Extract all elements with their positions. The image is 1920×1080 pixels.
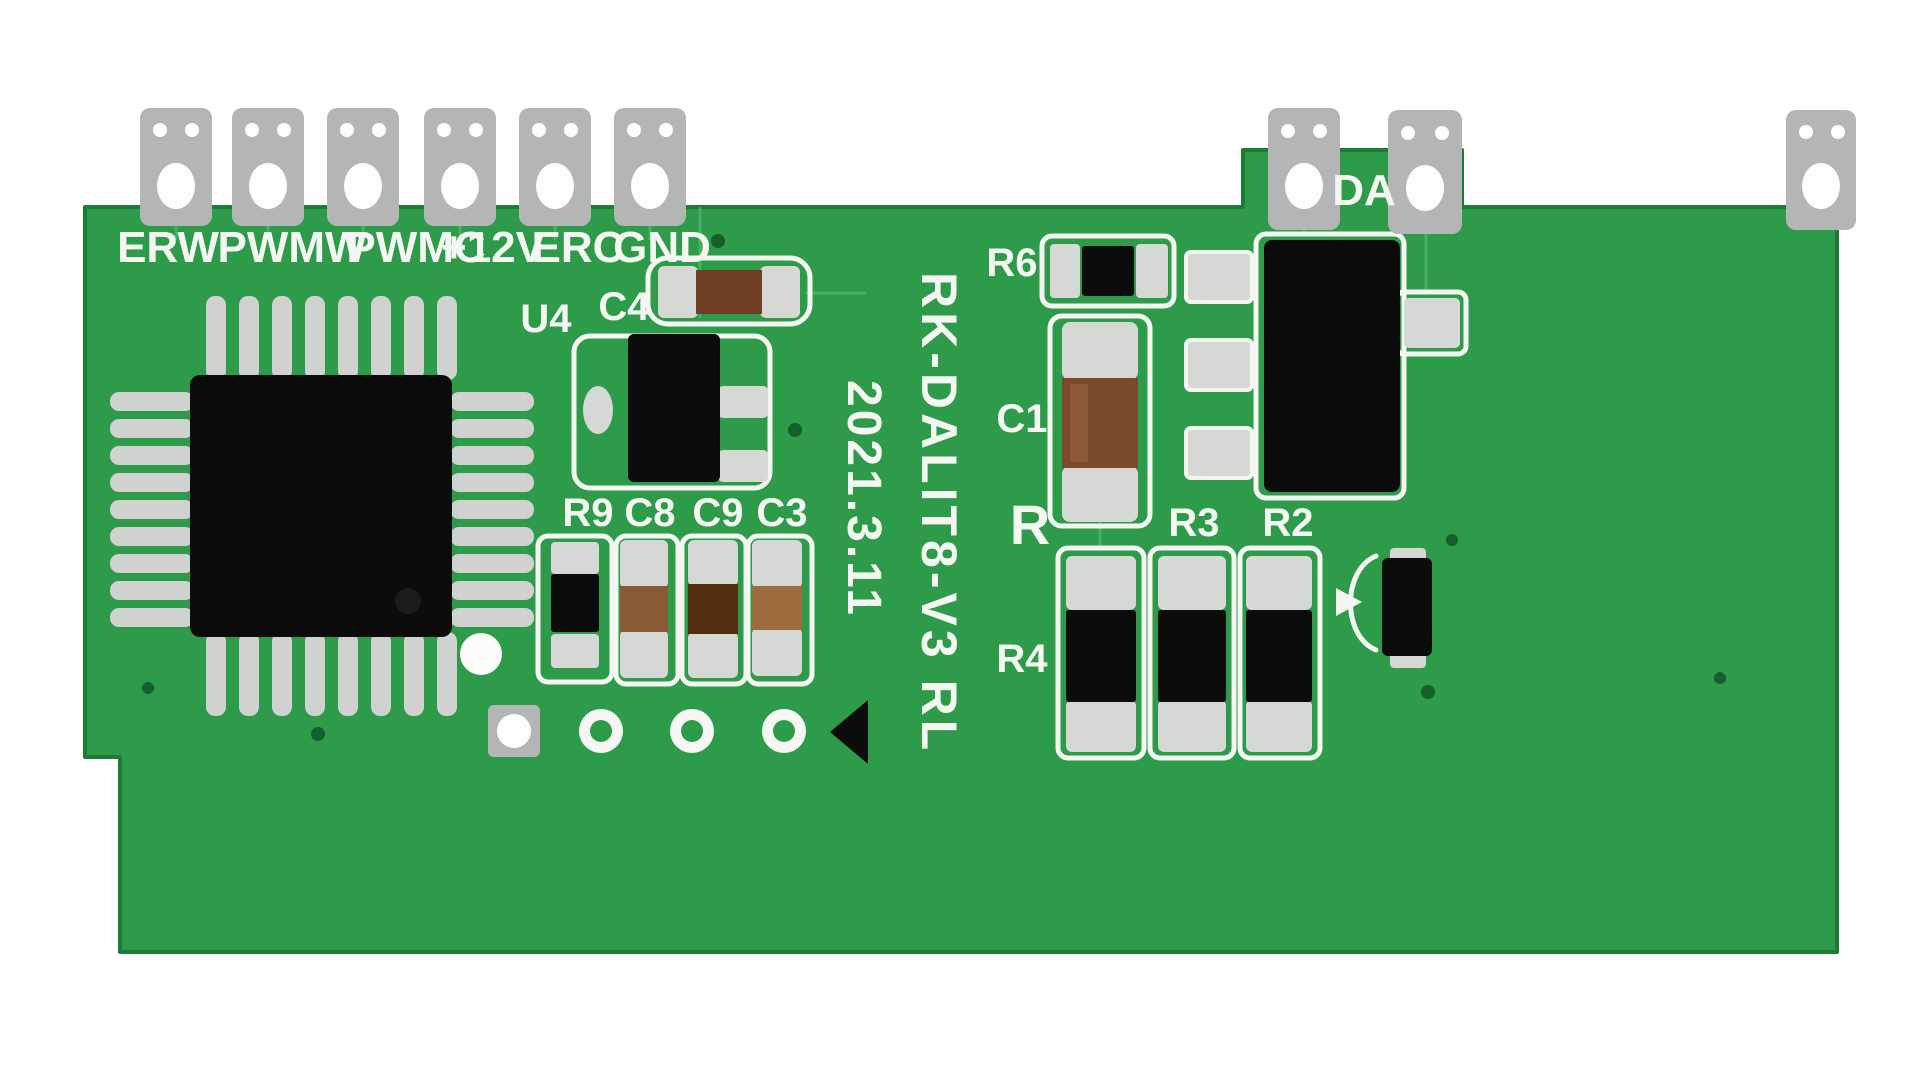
capacitor-c9 (688, 540, 738, 678)
qfp-pins-right (450, 392, 534, 627)
regulator-body (1264, 240, 1400, 492)
u4-solder-pad (583, 386, 613, 434)
component-r2 (1246, 556, 1312, 752)
resistor-r9 (551, 542, 599, 668)
connector-label-erw: ERW (117, 223, 219, 272)
c8-body (620, 586, 668, 632)
r4-component-outline (1055, 545, 1147, 761)
c3-outline (745, 533, 815, 687)
capacitor-c4 (658, 266, 800, 318)
transistor-u4 (583, 334, 768, 482)
resistor-r6 (1050, 244, 1168, 298)
regulator-outline (1253, 231, 1407, 501)
component-r3 (1158, 556, 1226, 752)
label-r4: R4 (996, 637, 1048, 681)
r9-outline (535, 533, 615, 685)
qfp-pins-left (110, 392, 194, 627)
label-c4: C4 (598, 285, 650, 329)
bottom-pad-row (488, 700, 868, 764)
connector-label-gnd: GND (613, 223, 711, 272)
smd-component (1382, 548, 1432, 668)
r6-outline (1039, 233, 1177, 309)
regulator-ic (1184, 240, 1460, 492)
connector-tab-erc (519, 108, 591, 226)
white-test-pad (460, 633, 502, 675)
qfp-body (190, 375, 452, 637)
r4-body (1066, 610, 1136, 702)
model-text: RK-DALIT8-V3 RL (911, 272, 967, 754)
r2-body (1246, 610, 1312, 702)
polarity-marker-icon (1336, 588, 1362, 616)
label-c9: C9 (692, 491, 743, 535)
connector-label-erc: ERC (532, 223, 625, 272)
pin1-dot (395, 588, 421, 614)
r6-body (1082, 246, 1134, 296)
connector-tab-gnd (614, 108, 686, 226)
r9-body (551, 574, 599, 632)
via-dots (142, 234, 1726, 741)
connector-label-12v: +12V (441, 223, 546, 272)
r2-component-outline (1237, 545, 1323, 761)
connector-label-pwmw: PWMW (217, 223, 367, 272)
label-c1: C1 (996, 397, 1047, 441)
qfp-chip (110, 296, 534, 716)
arrow-marker-icon (830, 700, 868, 764)
connector-tab-da-left (1268, 108, 1340, 230)
connector-tab-erw (140, 108, 212, 226)
r3-component-outline (1147, 545, 1237, 761)
label-r: R (1010, 493, 1050, 556)
connector-tabs (140, 108, 1856, 234)
qfp-pins-top (206, 296, 457, 380)
component-r4 (1066, 556, 1136, 752)
label-r6: R6 (986, 241, 1037, 285)
label-c3: C3 (756, 491, 807, 535)
label-r2: R2 (1262, 501, 1313, 545)
c3-body (752, 586, 802, 630)
c4-body (696, 270, 762, 314)
c1-outline (1047, 313, 1153, 529)
qfp-pins-bottom (206, 632, 457, 716)
label-r3: R3 (1168, 501, 1219, 545)
connector-tab-12v (424, 108, 496, 226)
connector-tab-corner (1786, 110, 1856, 230)
label-r9: R9 (562, 491, 613, 535)
label-c8: C8 (624, 491, 675, 535)
connector-label-pwmc: PWMC (346, 223, 485, 272)
capacitor-c3 (752, 540, 802, 676)
connector-tab-pwmw (232, 108, 304, 226)
c9-body (688, 584, 738, 634)
connector-tab-pwmc (327, 108, 399, 226)
silkscreen-labels: ERW PWMW PWMC +12V ERC GND DA U4 C4 R9 C… (117, 166, 1396, 754)
c8-outline (613, 533, 681, 687)
capacitor-c1 (1062, 322, 1138, 522)
connector-tab-da-right (1388, 110, 1462, 234)
date-text: 2021.3.11 (837, 380, 890, 618)
c4-outline (645, 255, 813, 327)
capacitor-c8 (620, 540, 668, 678)
connector-label-da: DA (1332, 166, 1396, 215)
label-u4: U4 (520, 297, 572, 341)
smd-body (1382, 558, 1432, 656)
u4-body (628, 334, 720, 482)
r3-body (1158, 610, 1226, 702)
